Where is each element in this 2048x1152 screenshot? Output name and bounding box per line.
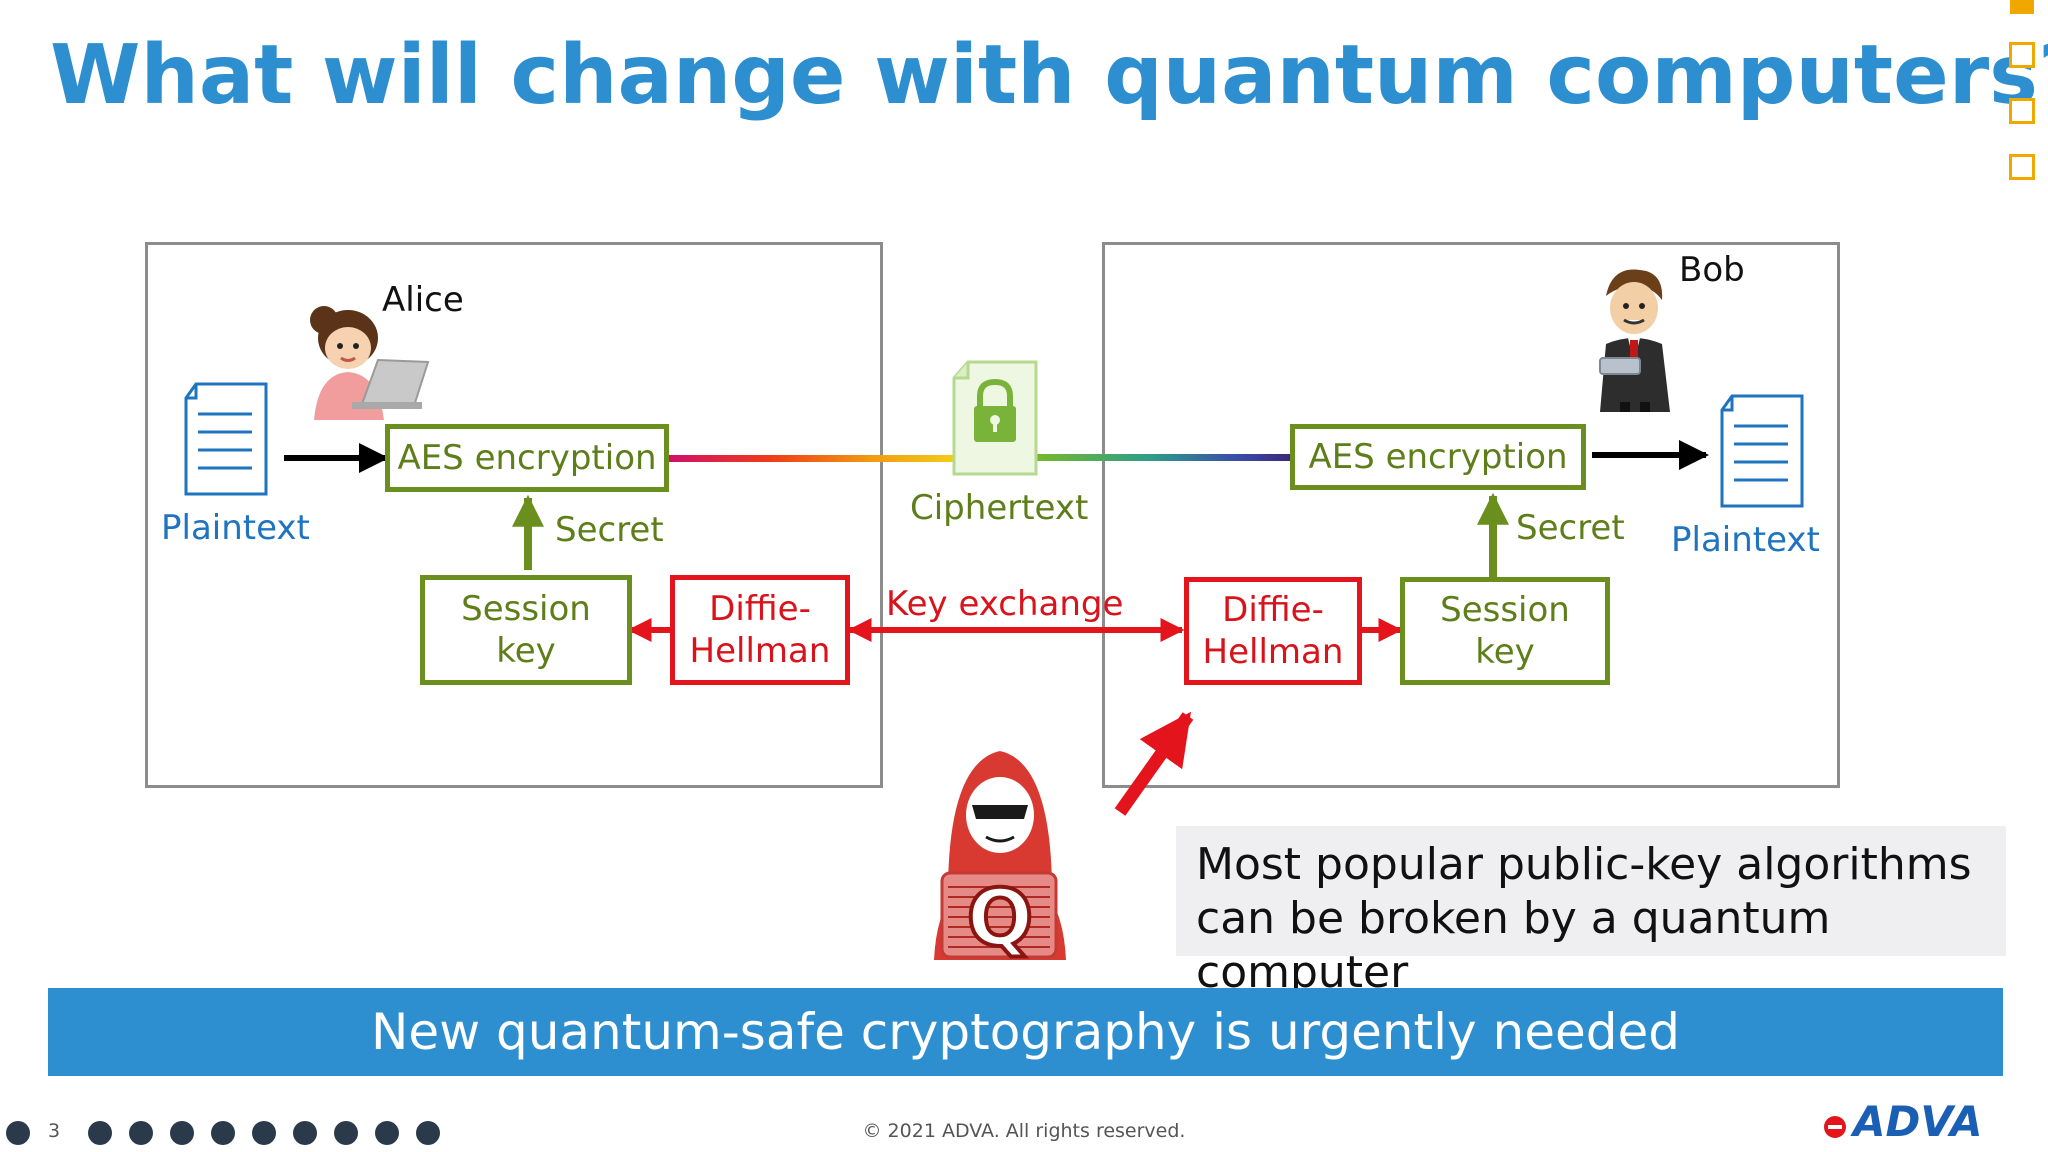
lock-icon xyxy=(950,358,1040,478)
ciphertext-label: Ciphertext xyxy=(910,488,1089,528)
bob-name: Bob xyxy=(1679,250,1745,290)
bob-session-key-line2: key xyxy=(1475,632,1535,672)
adva-logo-text: ADVA xyxy=(1853,1097,1983,1146)
bob-session-key-box[interactable]: Session key xyxy=(1400,577,1610,685)
slide-dot[interactable] xyxy=(375,1121,399,1145)
note-line-2: can be broken by a quantum computer xyxy=(1196,893,1831,998)
alice-plaintext-label: Plaintext xyxy=(161,508,310,548)
hacker-badge-letter: Q xyxy=(967,874,1033,960)
conclusion-banner: New quantum-safe cryptography is urgentl… xyxy=(48,988,2003,1076)
slide-dot[interactable] xyxy=(129,1121,153,1145)
bob-plaintext-label: Plaintext xyxy=(1671,520,1820,560)
attack-arrow xyxy=(1114,711,1194,816)
slide-progress-dots xyxy=(88,1121,440,1145)
document-icon xyxy=(182,380,270,498)
alice-secret-label: Secret xyxy=(555,510,664,550)
alice-session-key-line2: key xyxy=(496,631,556,671)
key-exchange-label: Key exchange xyxy=(886,584,1124,624)
nav-square-2[interactable] xyxy=(2009,98,2035,124)
bob-aes-box[interactable]: AES encryption xyxy=(1290,424,1586,490)
copyright-footer: © 2021 ADVA. All rights reserved. xyxy=(862,1120,1186,1142)
man-with-tablet-icon xyxy=(1590,262,1680,412)
alice-aes-box[interactable]: AES encryption xyxy=(385,424,669,492)
alice-session-key-line1: Session xyxy=(461,589,591,629)
slide-dot[interactable] xyxy=(170,1121,194,1145)
alice-dh-line1: Diffie- xyxy=(709,589,811,629)
nav-square-3[interactable] xyxy=(2009,154,2035,180)
bob-dh-line1: Diffie- xyxy=(1222,590,1324,630)
slide-title: What will change with quantum computers? xyxy=(50,28,2048,123)
alice-aes-label: AES encryption xyxy=(397,438,657,478)
slide-dot[interactable] xyxy=(211,1121,235,1145)
quantum-note-box: Most popular public-key algorithms can b… xyxy=(1176,826,2006,998)
bob-diffie-hellman-box[interactable]: Diffie- Hellman xyxy=(1184,577,1362,685)
adva-logo-mark-icon xyxy=(1822,1114,1848,1140)
ciphertext-line-right xyxy=(1035,454,1291,461)
document-icon xyxy=(1718,392,1806,510)
bob-secret-label: Secret xyxy=(1516,508,1625,548)
banner-text: New quantum-safe cryptography is urgentl… xyxy=(371,1003,1680,1061)
slide-dot-current[interactable] xyxy=(6,1121,30,1145)
bob-session-key-line1: Session xyxy=(1440,590,1570,630)
alice-diffie-hellman-box[interactable]: Diffie- Hellman xyxy=(670,575,850,685)
woman-with-laptop-icon xyxy=(296,292,430,420)
alice-dh-line2: Hellman xyxy=(689,631,831,671)
slide-dot[interactable] xyxy=(88,1121,112,1145)
page-number: 3 xyxy=(48,1120,61,1142)
nav-marker-active[interactable] xyxy=(2010,0,2034,14)
bob-panel xyxy=(1102,242,1840,788)
slide-dot[interactable] xyxy=(252,1121,276,1145)
slide-dot[interactable] xyxy=(416,1121,440,1145)
nav-square-1[interactable] xyxy=(2009,42,2035,68)
alice-name: Alice xyxy=(382,280,464,320)
alice-panel xyxy=(145,242,883,788)
slide-dot[interactable] xyxy=(293,1121,317,1145)
hooded-hacker-icon: Q xyxy=(928,745,1072,966)
note-line-1: Most popular public-key algorithms xyxy=(1196,839,1972,890)
bob-aes-label: AES encryption xyxy=(1308,437,1568,477)
slide-dot[interactable] xyxy=(334,1121,358,1145)
ciphertext-line-left xyxy=(668,455,958,462)
alice-session-key-box[interactable]: Session key xyxy=(420,575,632,685)
bob-dh-line2: Hellman xyxy=(1202,632,1344,672)
